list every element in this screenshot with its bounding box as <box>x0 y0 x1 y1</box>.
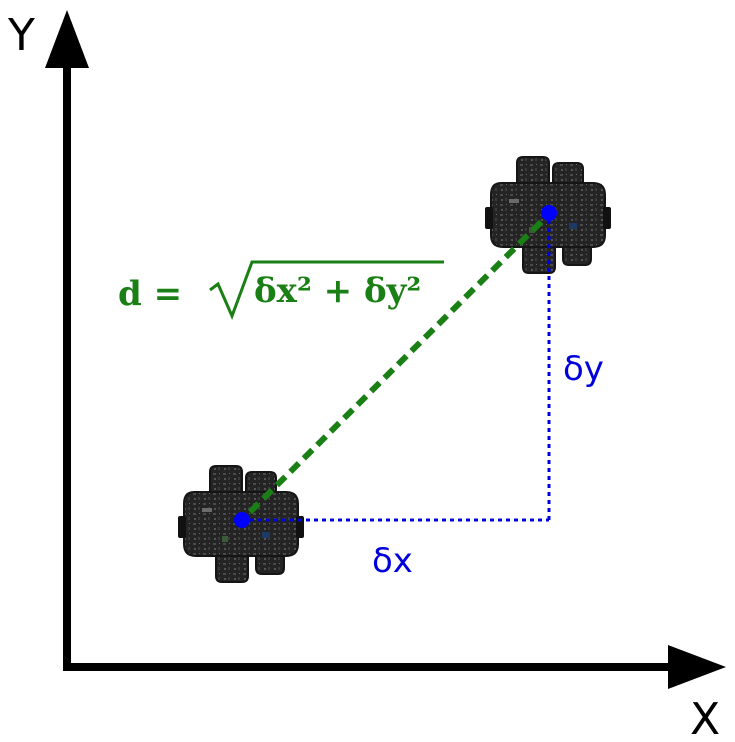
x-axis-arrowhead <box>668 645 726 689</box>
x-axis-label: X <box>690 694 720 742</box>
formula-lhs: d = <box>118 274 182 314</box>
sqrt-sign <box>209 260 444 321</box>
distance-line <box>247 215 548 515</box>
delta-y-label: δy <box>563 349 604 389</box>
formula-radicand: δx² + δy² <box>254 271 421 311</box>
delta-x-label: δx <box>372 541 413 581</box>
y-axis-label: Y <box>7 10 35 61</box>
end-center-point <box>541 205 557 221</box>
y-axis-arrowhead <box>45 10 89 68</box>
distance-formula: d = δx² + δy² <box>118 260 444 321</box>
start-center-point <box>234 512 250 528</box>
axes: Y X <box>7 10 726 742</box>
